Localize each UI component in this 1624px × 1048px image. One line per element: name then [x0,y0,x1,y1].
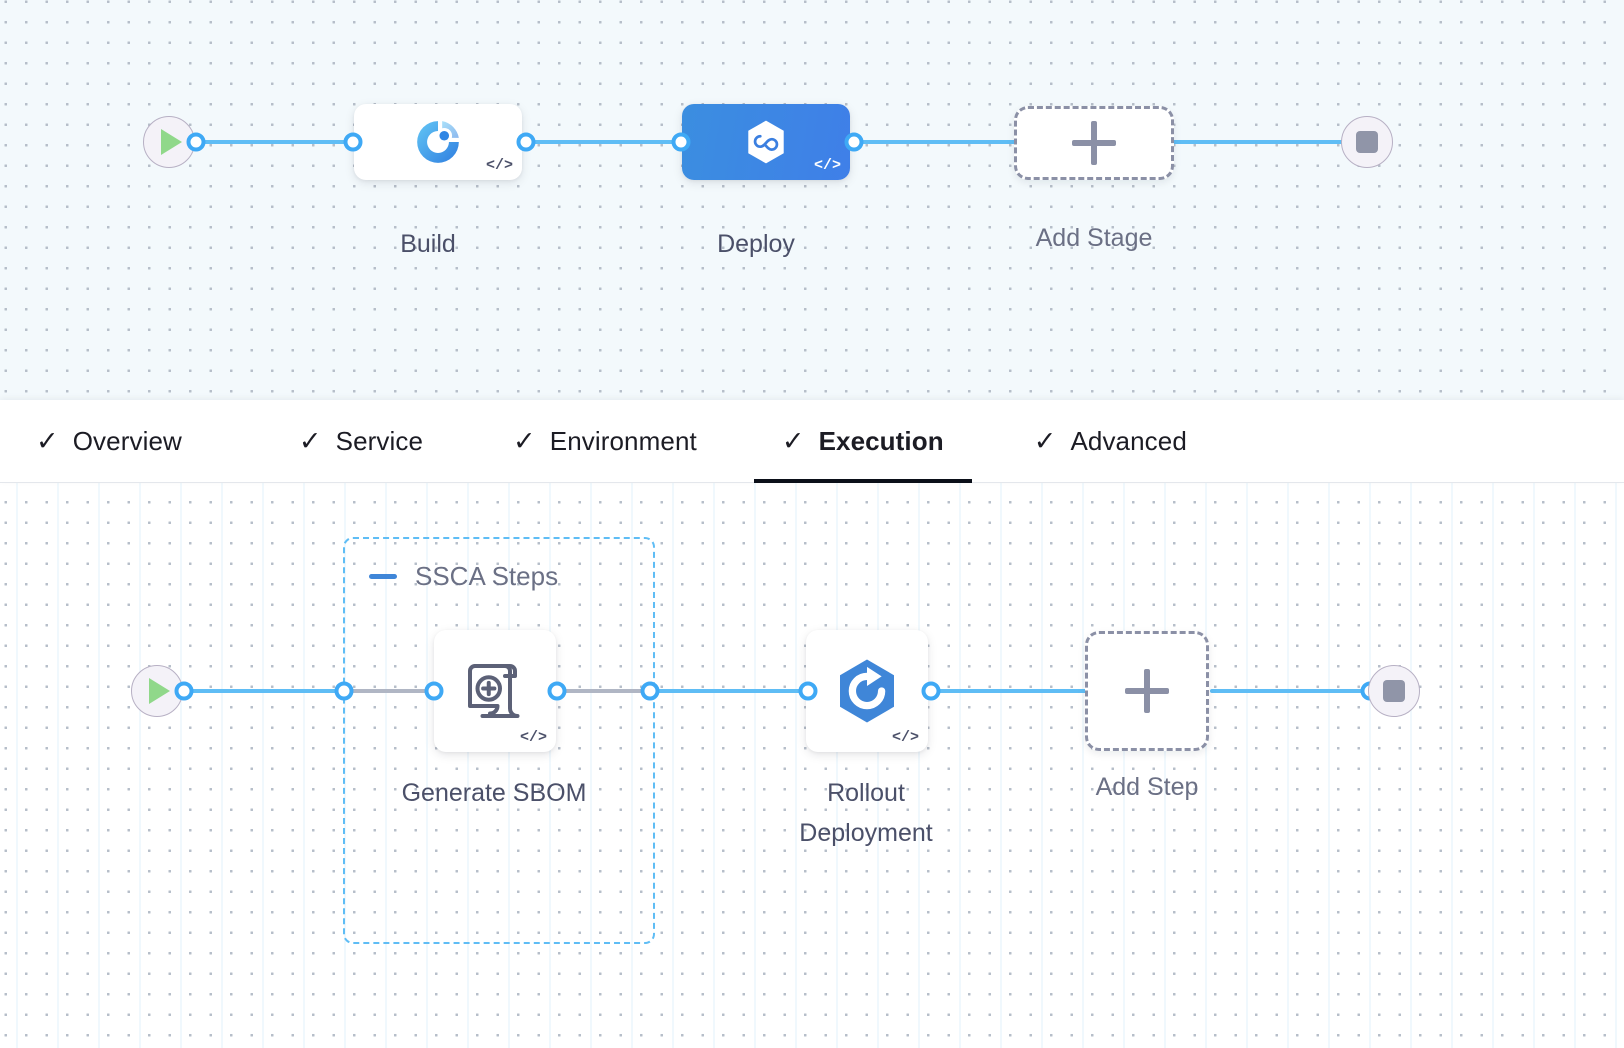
port-group-in[interactable] [334,681,354,701]
check-icon: ✓ [1033,425,1057,456]
plus-icon [1125,669,1169,713]
stage-label-deploy: Deploy [717,230,795,258]
wire-addstage-to-end [1165,140,1370,144]
port-group-out[interactable] [640,681,660,701]
wire-deploy-to-addstage [840,140,1055,144]
tab-environment-label: Environment [549,425,697,456]
stage-config-tab-bar: ✓ Overview ✓ Service ✓ Environment ✓ Exe… [0,400,1624,483]
add-step-label: Add Step [1095,773,1199,801]
check-icon: ✓ [513,425,536,456]
add-step-button[interactable] [1085,631,1209,751]
rollout-hexagon-icon [840,659,894,723]
wire-sbom-to-groupend [552,689,654,693]
tab-service-label: Service [335,425,424,456]
check-icon: ✓ [298,425,322,456]
port-sbom-out[interactable] [547,681,567,701]
tab-execution-label: Execution [818,425,944,456]
tab-execution[interactable]: ✓ Execution [753,400,972,483]
stage-node-build[interactable]: </> [354,104,522,180]
wire-start-to-build [190,140,360,144]
wire-rollout-to-addstep [925,689,1140,693]
step-node-rollout-deployment[interactable]: </> [806,630,928,752]
play-icon [149,678,170,704]
wire-start-to-group [178,689,348,693]
tab-overview-label: Overview [72,425,182,456]
port-rollout-out[interactable] [921,681,941,701]
port-deploy-in[interactable] [671,132,691,152]
tab-environment[interactable]: ✓ Environment [513,400,697,483]
port-start-out[interactable] [186,132,206,152]
execution-end-node[interactable] [1368,665,1420,717]
check-icon: ✓ [781,425,805,456]
stage-graph-canvas[interactable]: </> Build </> Deploy Add Stage [0,0,1624,418]
tab-advanced[interactable]: ✓ Advanced [1034,400,1187,483]
execution-graph-canvas[interactable]: SSCA Steps </> Generate [0,483,1624,1048]
step-group-title: SSCA Steps [415,561,559,591]
tab-advanced-label: Advanced [1070,425,1187,456]
step-label-rollout-deployment: Rollout Deployment [799,779,933,847]
step-group-ssca[interactable]: SSCA Steps [343,537,655,944]
stage-node-deploy[interactable]: </> [682,104,850,180]
pipeline-start-node[interactable] [143,116,195,168]
step-label-generate-sbom: Generate SBOM [401,779,587,807]
stage-label-build: Build [400,230,456,258]
minus-icon[interactable] [369,574,397,579]
play-icon [161,129,182,155]
step-node-generate-sbom[interactable]: </> [434,630,556,752]
pipeline-end-node[interactable] [1341,116,1393,168]
port-build-in[interactable] [343,132,363,152]
step-group-header[interactable]: SSCA Steps [369,561,558,592]
plus-icon [1072,121,1116,165]
deploy-code-badge[interactable]: </> [813,157,841,174]
build-code-badge[interactable]: </> [485,157,513,174]
sbom-code-badge[interactable]: </> [519,729,547,746]
port-exec-start-out[interactable] [174,681,194,701]
check-icon: ✓ [36,425,59,456]
rollout-code-badge[interactable]: </> [891,729,919,746]
execution-start-node[interactable] [131,665,183,717]
add-stage-label: Add Stage [1035,224,1153,252]
wire-build-to-deploy [512,140,702,144]
wire-group-to-rollout [648,689,816,693]
port-build-out[interactable] [516,132,536,152]
port-deploy-out[interactable] [844,132,864,152]
tab-overview[interactable]: ✓ Overview [36,400,182,483]
harness-hexagon-icon [748,120,784,164]
port-sbom-in[interactable] [424,681,444,701]
build-target-icon [417,121,459,163]
add-stage-button[interactable] [1014,106,1174,180]
sbom-scroll-icon [468,664,520,718]
stop-icon [1356,131,1378,153]
port-rollout-in[interactable] [798,681,818,701]
wire-group-to-sbom [345,689,437,693]
tab-service[interactable]: ✓ Service [299,400,423,483]
wire-addstep-to-end [1210,689,1378,693]
stop-icon [1383,680,1405,702]
